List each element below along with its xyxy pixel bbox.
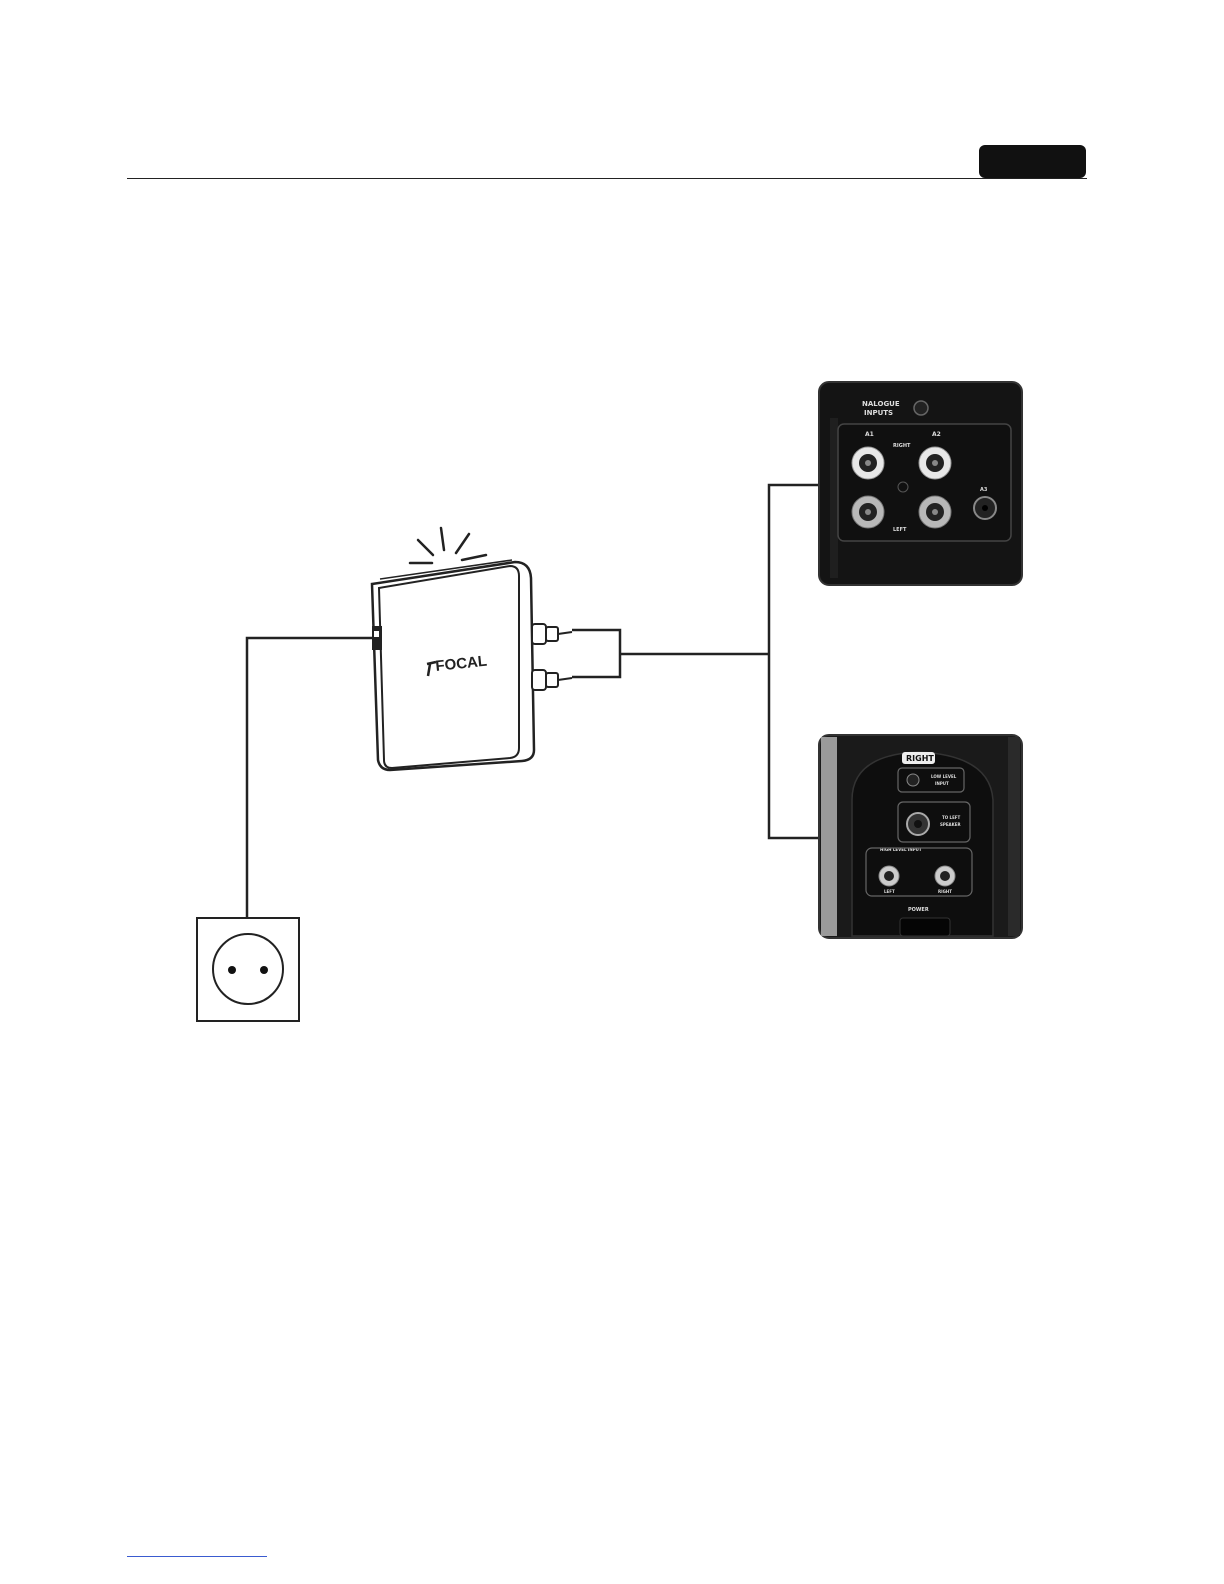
- rca-plugs-icon: [532, 624, 572, 690]
- receiver-device: FOCAL: [372, 528, 572, 770]
- power-switch-icon: [372, 626, 382, 650]
- svg-text:INPUTS: INPUTS: [864, 409, 893, 417]
- svg-text:NALOGUE: NALOGUE: [862, 400, 900, 408]
- signal-icon: [410, 528, 486, 563]
- speaker-rear-panel: RIGHT LOW LEVEL INPUT TO LEFT SPEAKER HI…: [819, 735, 1022, 938]
- svg-text:A1: A1: [865, 431, 874, 438]
- svg-text:RIGHT: RIGHT: [906, 754, 934, 763]
- svg-text:LEFT: LEFT: [884, 889, 895, 894]
- svg-text:RIGHT: RIGHT: [938, 889, 952, 894]
- rca-cable-pair: [572, 630, 620, 677]
- amplifier-inputs-panel: NALOGUE INPUTS A1 A2 RIGHT A3 LEFT: [819, 382, 1022, 585]
- split-cable: [769, 485, 819, 838]
- svg-text:TO LEFT: TO LEFT: [942, 815, 961, 820]
- svg-text:RIGHT: RIGHT: [893, 443, 911, 449]
- svg-text:A2: A2: [932, 431, 941, 438]
- power-cable: [247, 638, 372, 918]
- svg-text:SPEAKER: SPEAKER: [940, 822, 961, 827]
- svg-text:A3: A3: [980, 487, 988, 493]
- svg-text:POWER: POWER: [908, 907, 929, 913]
- svg-text:INPUT: INPUT: [935, 781, 949, 786]
- svg-text:LEFT: LEFT: [893, 527, 907, 533]
- wall-outlet: [197, 918, 299, 1021]
- svg-text:LOW LEVEL: LOW LEVEL: [931, 774, 957, 779]
